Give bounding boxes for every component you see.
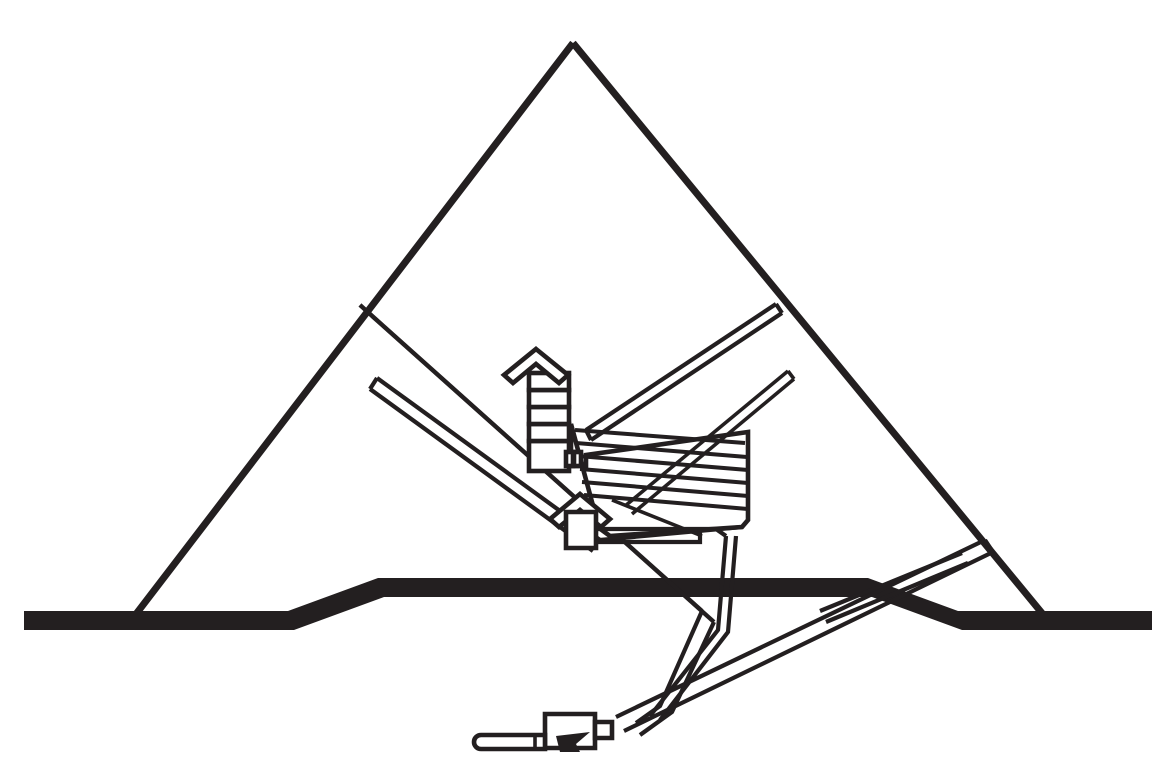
air-shaft-south-upper — [623, 369, 796, 516]
kings-chamber-complex — [500, 346, 584, 474]
queens-chamber — [546, 491, 614, 551]
well-shaft — [648, 535, 739, 722]
south-corridor-branch — [819, 551, 969, 624]
subterranean-chamber — [542, 711, 615, 752]
pyramid-outline — [130, 40, 1049, 621]
horizontal-passage — [596, 526, 728, 545]
air-shaft-north-upper — [584, 302, 784, 442]
ground-line — [24, 578, 1152, 630]
blind-passage — [471, 732, 548, 752]
gallery-corbel-courses — [574, 428, 749, 511]
descending-passage-lower — [634, 610, 716, 737]
